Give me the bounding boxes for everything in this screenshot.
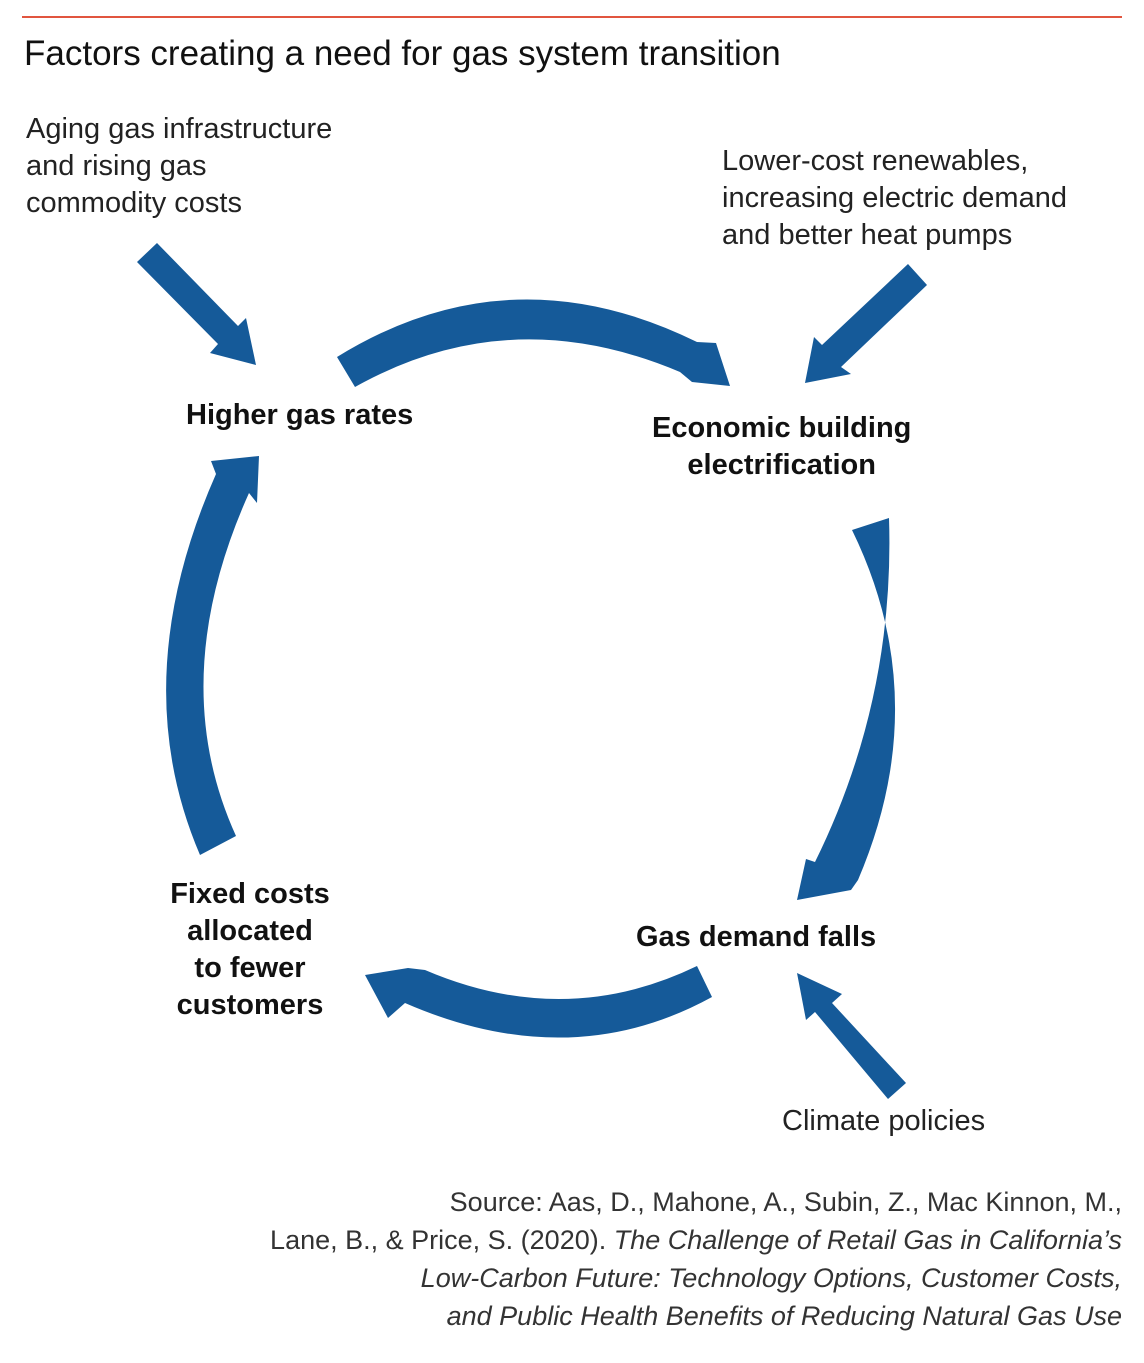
factor-line: Aging gas infrastructure <box>26 113 333 145</box>
source-line: Source: Aas, D., Mahone, A., Subin, Z., … <box>449 1187 1122 1217</box>
node-fixed-costs: Fixed costs allocated to fewer customers <box>150 876 350 1024</box>
source-line: Lane, B., & Price, S. (2020). The Challe… <box>270 1221 1122 1259</box>
source-authors: Lane, B., & Price, S. (2020). <box>270 1225 614 1255</box>
node-line: to fewer <box>194 952 306 984</box>
source-line: Low-Carbon Future: Technology Options, C… <box>420 1263 1122 1293</box>
source-citation: Source: Aas, D., Mahone, A., Subin, Z., … <box>270 1183 1122 1335</box>
factor-line: Climate policies <box>782 1105 986 1137</box>
factor-line: and better heat pumps <box>722 219 1013 251</box>
node-line: Fixed costs <box>170 878 330 910</box>
node-line: Higher gas rates <box>186 399 414 431</box>
source-publication-title: The Challenge of Retail Gas in Californi… <box>613 1225 1122 1255</box>
arrow-renewables-input <box>805 264 927 383</box>
factor-line: Lower-cost renewables, <box>722 145 1029 177</box>
arrow-climate-input <box>797 973 906 1099</box>
node-line: allocated <box>187 915 313 947</box>
arrow-fixed-to-rates <box>166 456 259 855</box>
node-line: Economic building <box>652 412 912 444</box>
node-line: customers <box>176 989 324 1021</box>
arrow-aging-input <box>137 243 256 365</box>
factor-aging-infrastructure: Aging gas infrastructure and rising gas … <box>26 111 332 222</box>
arrow-demand-to-fixed <box>365 966 712 1038</box>
factor-line: and rising gas <box>26 150 207 182</box>
factor-line: commodity costs <box>26 187 242 219</box>
node-line: Gas demand falls <box>636 921 877 953</box>
figure-title: Factors creating a need for gas system t… <box>24 34 781 73</box>
node-gas-demand-falls: Gas demand falls <box>636 919 876 956</box>
node-line: electrification <box>687 449 876 481</box>
arrow-electrification-to-demand <box>797 518 896 900</box>
node-higher-gas-rates: Higher gas rates <box>186 397 413 434</box>
top-rule <box>22 16 1122 18</box>
node-economic-electrification: Economic building electrification <box>652 410 911 484</box>
factor-climate-policies: Climate policies <box>782 1103 985 1140</box>
source-line: and Public Health Benefits of Reducing N… <box>446 1301 1122 1331</box>
arrow-rates-to-electrification <box>337 299 730 387</box>
factor-line: increasing electric demand <box>722 182 1067 214</box>
factor-renewables: Lower-cost renewables, increasing electr… <box>722 143 1067 254</box>
